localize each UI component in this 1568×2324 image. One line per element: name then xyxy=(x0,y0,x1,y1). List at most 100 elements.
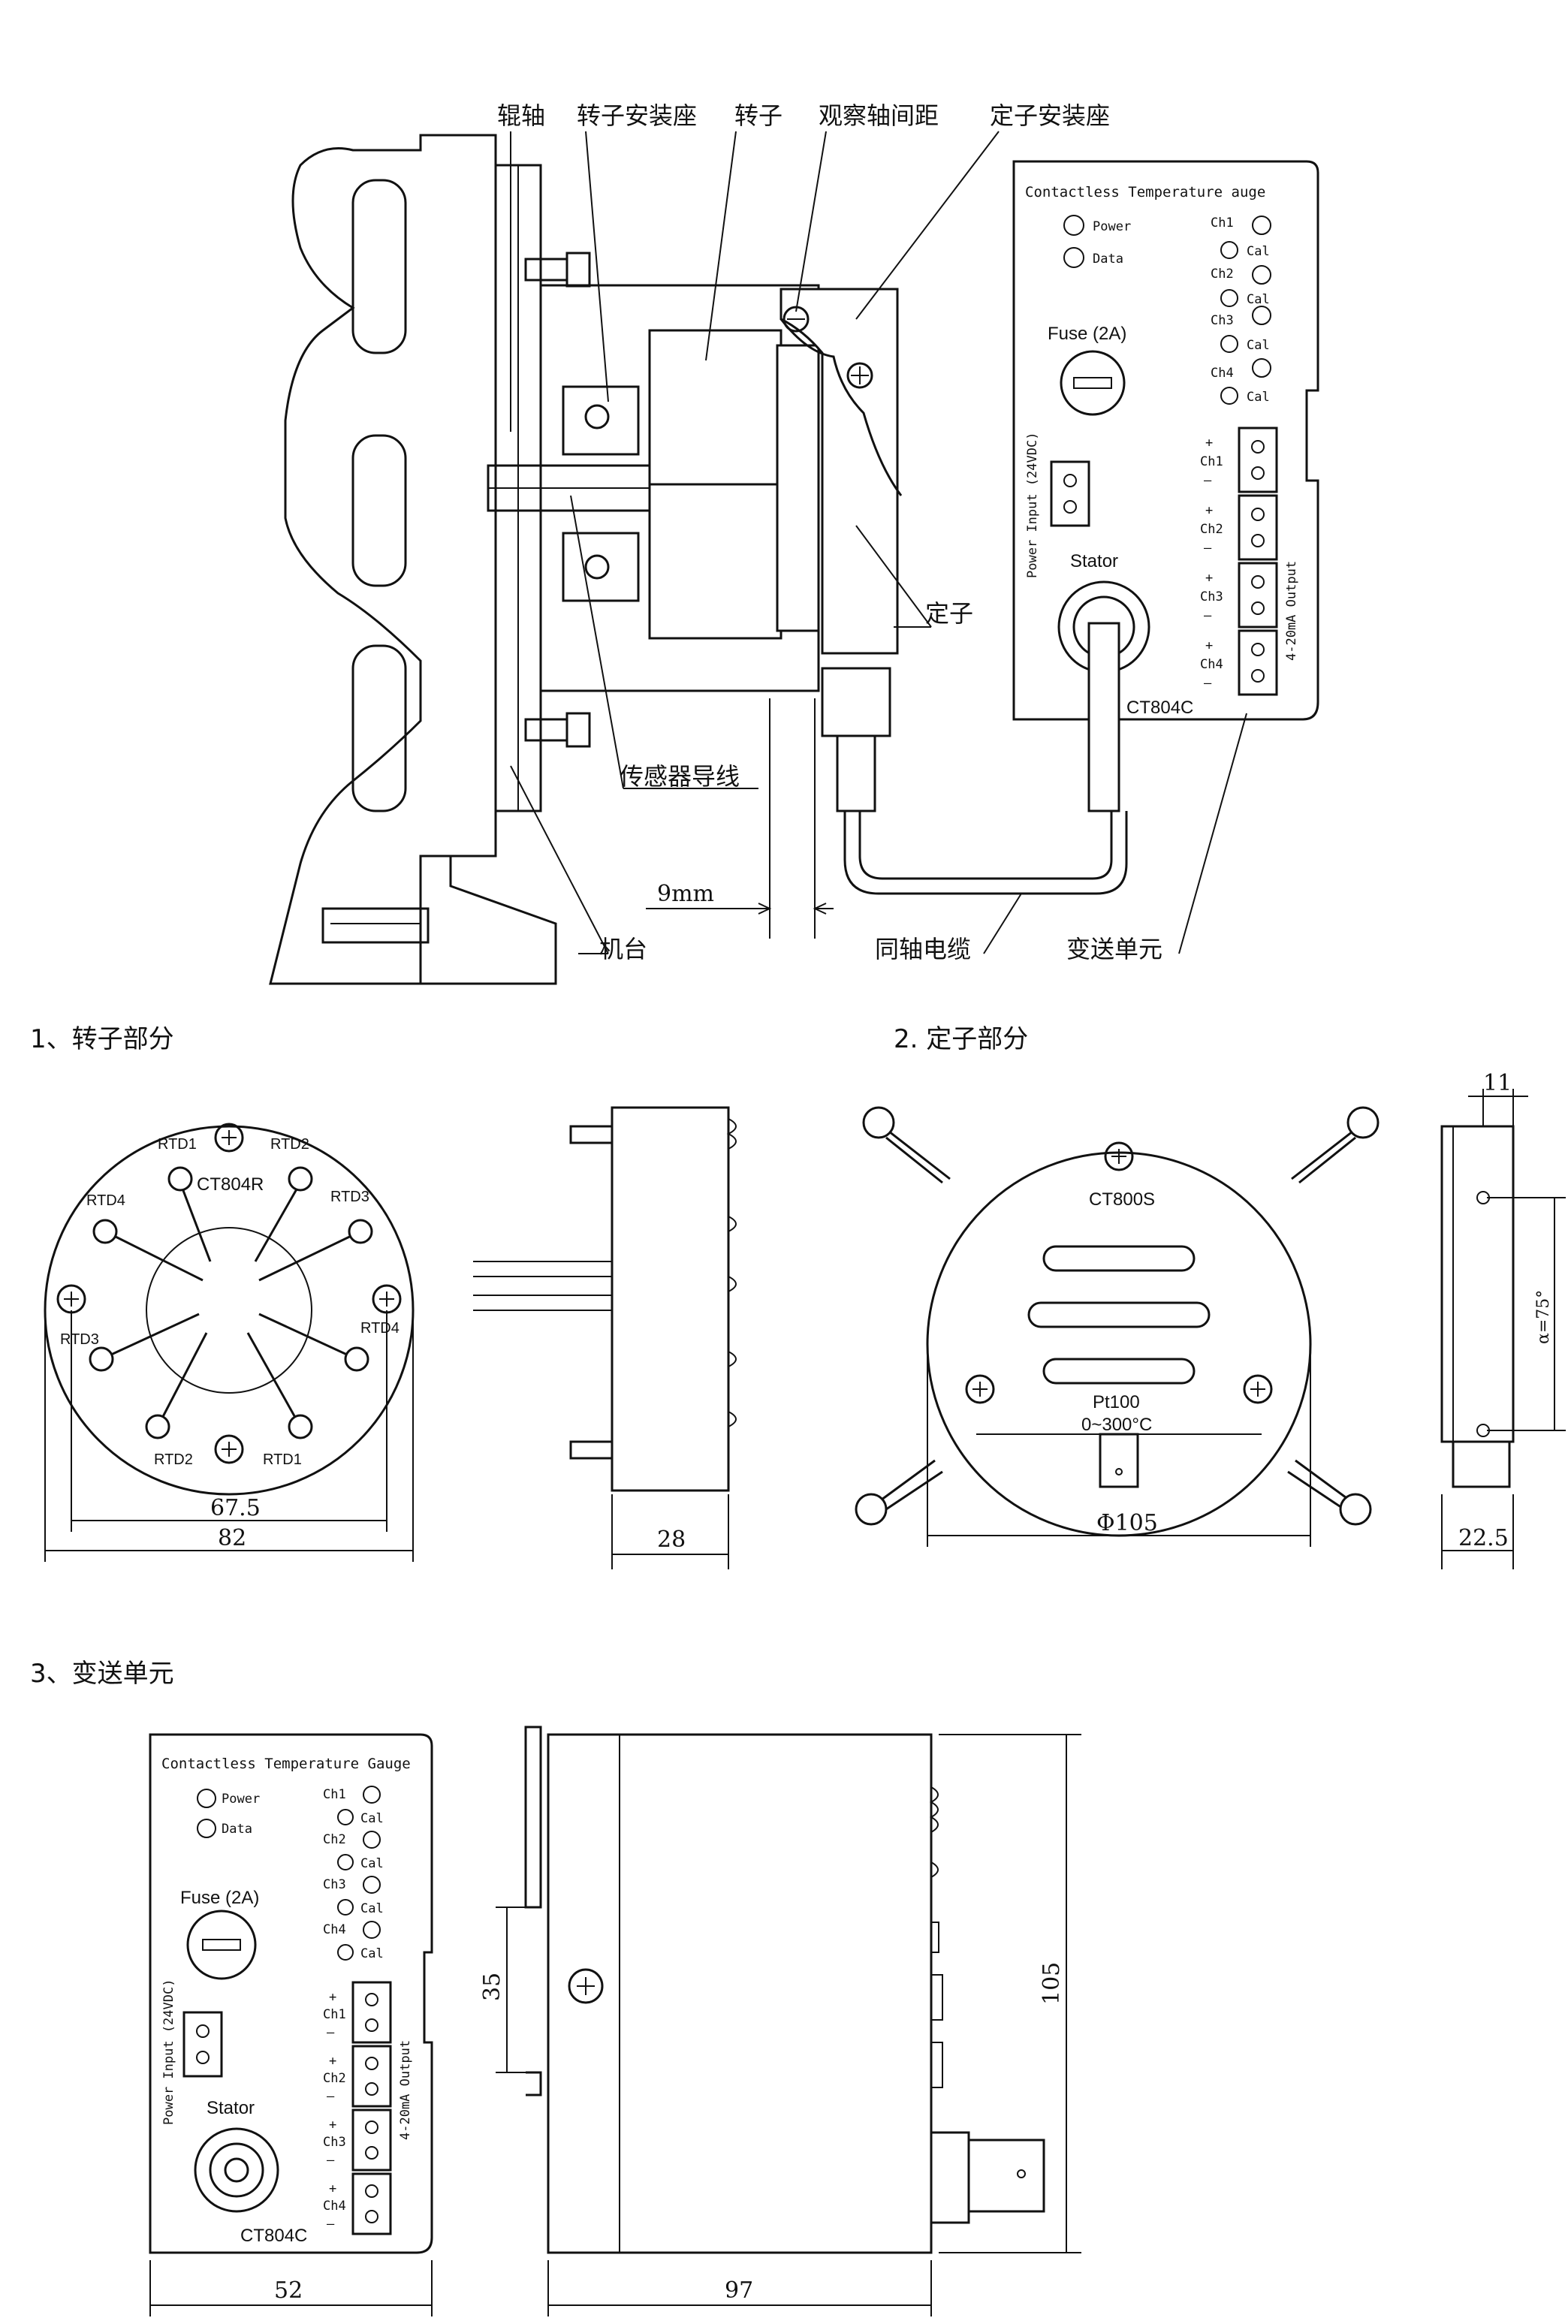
svg-text:+: + xyxy=(1205,503,1213,518)
dim-bottom: 22.5 xyxy=(1458,1525,1509,1551)
rtd-label: RTD1 xyxy=(158,1136,197,1153)
mount-plate xyxy=(562,385,640,456)
mount-plate xyxy=(562,532,640,602)
mount-screws xyxy=(855,1106,1380,1526)
label-rotor: 转子 xyxy=(734,101,782,130)
rotor-model: CT804R xyxy=(197,1174,264,1195)
rtd-label: RTD3 xyxy=(60,1331,99,1348)
power-label: Power xyxy=(1093,219,1131,234)
svg-text:—: — xyxy=(1204,473,1212,488)
rotor-side-view: 28 xyxy=(473,1106,737,1569)
label-machine-base: 机台 xyxy=(599,935,647,963)
svg-text:Cal: Cal xyxy=(360,1811,384,1826)
svg-text:CT804C: CT804C xyxy=(240,2226,307,2246)
section-stator-heading: 2. 定子部分 xyxy=(894,1024,1028,1054)
roller-slot xyxy=(351,179,407,354)
svg-text:Ch4: Ch4 xyxy=(1200,657,1223,672)
bolt xyxy=(565,712,591,748)
svg-text:Cal: Cal xyxy=(360,1946,384,1961)
svg-text:Ch1: Ch1 xyxy=(323,1787,346,1802)
svg-text:Power: Power xyxy=(222,1792,260,1807)
svg-text:+: + xyxy=(1205,571,1213,586)
svg-text:Cal: Cal xyxy=(1247,244,1270,259)
assembly-view: 辊轴 转子安装座 转子 观察轴间距 定子安装座 定子 传感器导线 9mm 机台 … xyxy=(269,101,1247,985)
svg-text:Ch4: Ch4 xyxy=(323,1922,346,1937)
fuse-holder-icon xyxy=(186,1910,257,1980)
dim-diameter: Φ105 xyxy=(1096,1510,1158,1536)
rtd-label: RTD2 xyxy=(270,1136,309,1153)
power-input-terminal xyxy=(1050,460,1090,527)
transmitter-side-view: 105 35 97 xyxy=(479,1726,1081,2316)
screw-icon xyxy=(1104,1141,1134,1171)
rtd-label: RTD4 xyxy=(86,1192,125,1209)
svg-text:Ch2: Ch2 xyxy=(323,1832,346,1847)
transmitter-panel-top: Contactless Temperature auge Power Data … xyxy=(1012,160,1319,812)
svg-text:Ch4: Ch4 xyxy=(323,2199,346,2214)
svg-text:+: + xyxy=(329,2118,336,2133)
svg-text:Cal: Cal xyxy=(360,1901,384,1916)
svg-text:Cal: Cal xyxy=(1247,338,1270,353)
fuse-holder-icon xyxy=(1060,350,1126,416)
svg-text:Stator: Stator xyxy=(207,2098,255,2118)
svg-text:Ch2: Ch2 xyxy=(1211,267,1234,282)
svg-text:Ch1: Ch1 xyxy=(1211,216,1234,231)
svg-text:—: — xyxy=(1204,608,1212,623)
model-label: CT804C xyxy=(1126,698,1193,718)
panel-title-bottom: Contactless Temperature Gauge xyxy=(161,1756,411,1772)
dim-rail: 35 xyxy=(479,1973,505,2001)
channel-leds: Ch1 Cal Ch2 Cal Ch3 Cal Ch4 Cal xyxy=(1211,216,1271,405)
screw-icon xyxy=(965,1374,995,1404)
screw-icon xyxy=(214,1434,244,1464)
svg-text:—: — xyxy=(1204,541,1212,556)
screw-icon xyxy=(568,1968,604,2004)
stator-bnc-icon xyxy=(194,2127,279,2213)
power-led-icon xyxy=(1063,215,1084,236)
label-stator-mount: 定子安装座 xyxy=(990,101,1110,130)
stator-connector xyxy=(821,667,891,737)
output-terminals: + Ch1 — + Ch2 — + Ch3 — + Ch4 — xyxy=(1200,427,1278,696)
rtd-label: RTD4 xyxy=(360,1320,400,1337)
section-rotor-heading: 1、转子部分 xyxy=(30,1024,174,1054)
svg-text:Ch3: Ch3 xyxy=(323,1877,346,1892)
stator-front-view: CT800S Pt100 0~300°C Φ105 xyxy=(855,1106,1380,1547)
rtd-probes xyxy=(89,1166,373,1439)
svg-text:—: — xyxy=(327,2217,335,2232)
dim-outer: 82 xyxy=(218,1525,246,1551)
section-transmitter-heading: 3、变送单元 xyxy=(30,1659,174,1689)
rtd-label: RTD1 xyxy=(263,1451,302,1468)
bolt xyxy=(524,718,568,742)
svg-text:+: + xyxy=(1205,436,1213,451)
data-led-icon xyxy=(1063,247,1084,268)
dim-height: 105 xyxy=(1039,1962,1065,2005)
panel-title: Contactless Temperature auge xyxy=(1025,184,1265,200)
svg-text:Ch2: Ch2 xyxy=(1200,522,1223,537)
svg-text:Ch2: Ch2 xyxy=(323,2071,346,2086)
rtd-label: RTD2 xyxy=(154,1451,193,1468)
svg-text:—: — xyxy=(1204,676,1212,691)
output-terminals-bottom: + Ch1 — + Ch2 — + Ch3 — + Ch4 — xyxy=(323,1981,392,2235)
leader-lines xyxy=(510,131,1247,954)
label-sensor-lead: 传感器导线 xyxy=(620,762,740,791)
svg-text:—: — xyxy=(327,2089,335,2104)
svg-text:Ch3: Ch3 xyxy=(323,2135,346,2150)
machine-base-shape xyxy=(270,855,557,985)
base-block xyxy=(321,907,430,944)
channel-leds-bottom: Ch1 Cal Ch2 Cal Ch3 Cal Ch4 Cal xyxy=(323,1786,384,1961)
coax-cable xyxy=(843,811,1128,895)
dim-inner: 67.5 xyxy=(210,1495,261,1521)
roller-slot xyxy=(351,644,407,812)
svg-text:+: + xyxy=(329,2181,336,2196)
label-transmitter: 变送单元 xyxy=(1066,935,1162,963)
screw-icon xyxy=(214,1123,244,1153)
svg-text:Cal: Cal xyxy=(360,1856,384,1871)
label-stator: 定子 xyxy=(925,599,973,628)
dim-side: 28 xyxy=(657,1527,686,1553)
svg-text:Power Input (24VDC): Power Input (24VDC) xyxy=(161,1979,176,2125)
svg-text:Cal: Cal xyxy=(1247,390,1270,405)
rotor-front-view: CT804R RTD1 RTD2 RTD3 RTD4 RTD3 RTD2 RTD… xyxy=(44,1123,415,1562)
dim-width: 52 xyxy=(274,2277,303,2304)
screw-icon xyxy=(1243,1374,1273,1404)
screw-icon xyxy=(846,362,873,389)
stator-model: CT800S xyxy=(1089,1189,1155,1210)
